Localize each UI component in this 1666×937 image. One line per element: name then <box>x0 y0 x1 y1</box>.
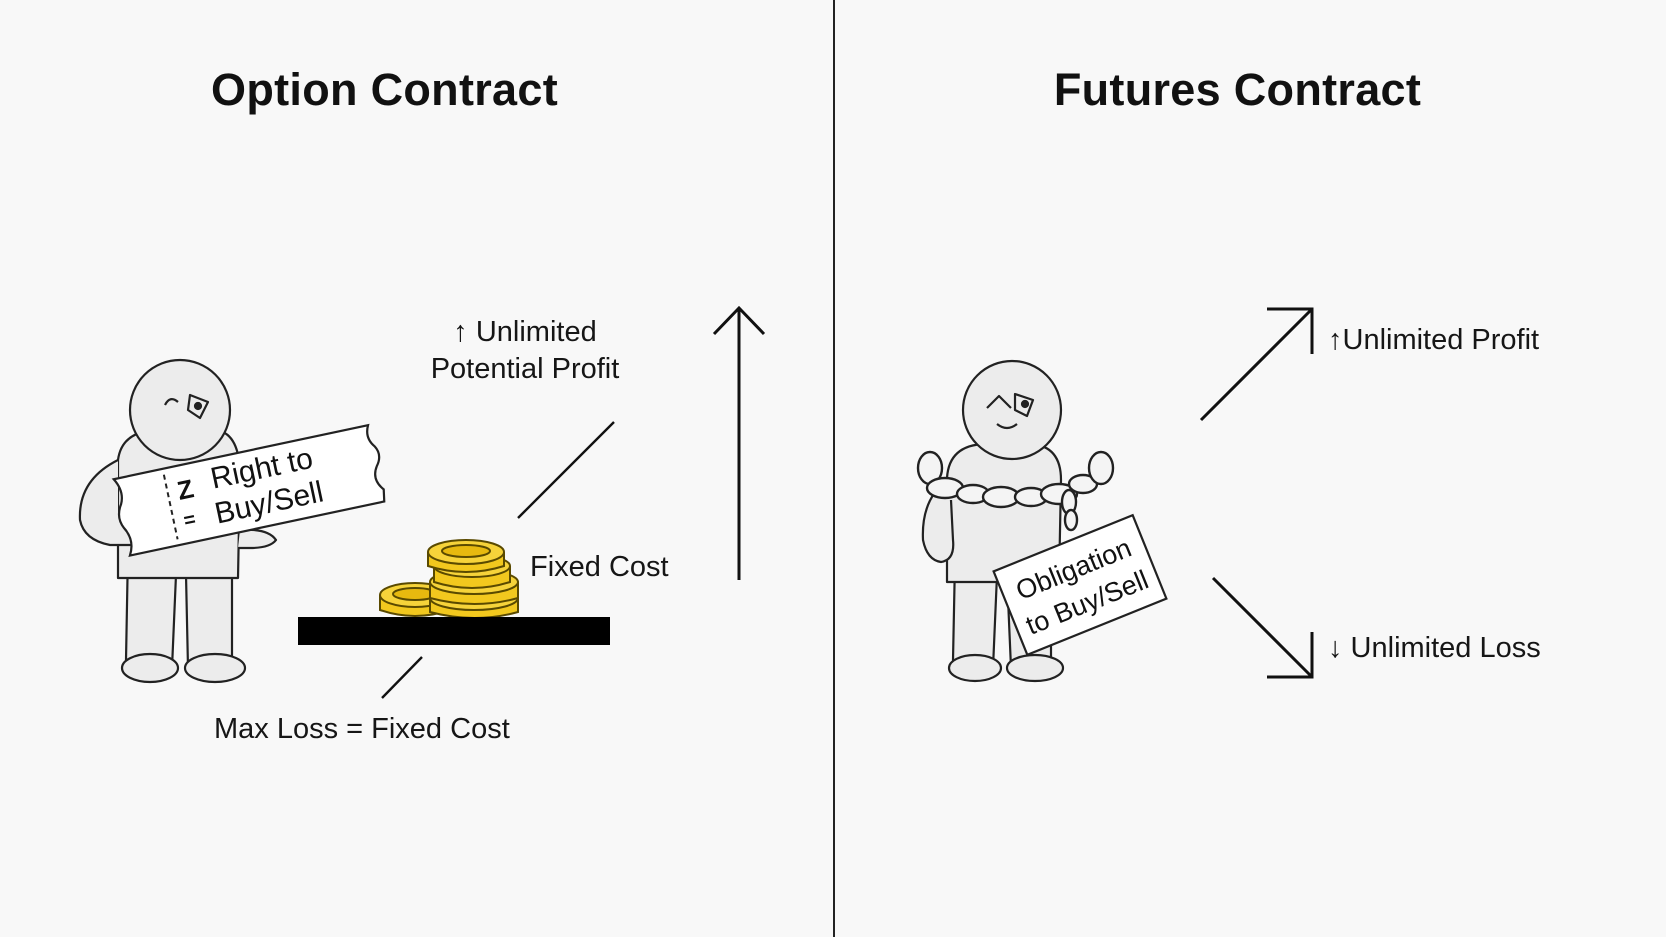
ticket-icon: Z = Right to Buy/Sell <box>111 423 386 558</box>
option-illustration: Z = Right to Buy/Sell <box>78 305 766 699</box>
arrow-up-icon <box>712 305 766 580</box>
arrow-down-right-icon <box>1211 576 1314 679</box>
svg-text:=: = <box>182 508 198 532</box>
fixed-cost-label: Fixed Cost <box>530 551 669 583</box>
panel-divider <box>833 0 835 937</box>
potential-profit-line-1: ↑ Unlimited <box>453 316 597 348</box>
svg-text:Z: Z <box>174 473 196 506</box>
unlimited-profit-label: ↑Unlimited Profit <box>1328 324 1540 356</box>
futures-illustration: Obligation to Buy/Sell <box>916 307 1314 683</box>
option-panel: Option Contract Z = Right to <box>78 64 766 745</box>
arrow-up-right-icon <box>1199 307 1314 422</box>
chain-icon <box>916 450 1115 532</box>
option-title: Option Contract <box>211 64 558 115</box>
fixed-cost-bar <box>298 617 610 645</box>
unlimited-loss-label: ↓ Unlimited Loss <box>1328 632 1541 664</box>
potential-profit-label: ↑ Unlimited Potential Profit <box>431 314 620 388</box>
max-loss-label: Max Loss = Fixed Cost <box>214 713 510 745</box>
profit-leader-line <box>517 421 615 519</box>
futures-panel: Futures Contract <box>835 0 1666 937</box>
loss-leader-line <box>381 656 423 699</box>
futures-title: Futures Contract <box>1053 64 1422 115</box>
coin-stack-icon <box>379 539 519 619</box>
potential-profit-line-2: Potential Profit <box>430 353 620 385</box>
